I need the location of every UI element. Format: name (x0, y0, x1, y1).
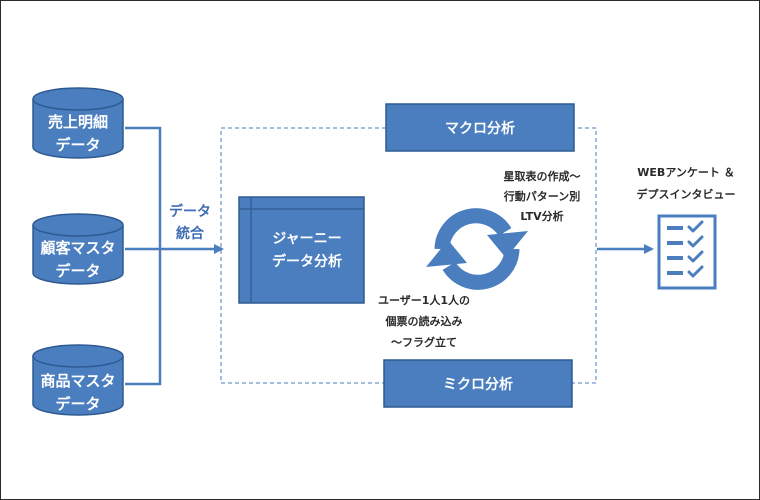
macro-note-line3: LTV分析 (520, 209, 563, 223)
source-sales-detail-cylinder: 売上明細 データ (32, 87, 124, 159)
micro-analysis-box: ミクロ分析 (383, 359, 573, 408)
output-label-line1: WEBアンケート ＆ (637, 166, 734, 179)
integrate-label-line2: 統合 (176, 225, 205, 242)
source-product-line2: データ (55, 395, 100, 413)
integrate-label-line1: データ (169, 203, 211, 220)
output-label-line2: デプスインタビュー (637, 187, 736, 201)
macro-note-line2: 行動パターン別 (503, 189, 580, 203)
source-customer-master-cylinder: 顧客マスタ データ (32, 213, 124, 285)
journey-label-line2: データ分析 (272, 253, 342, 270)
source-product-master-cylinder: 商品マスタ データ (32, 344, 124, 416)
source-customer-line2: データ (55, 262, 100, 280)
source-sales-line1: 売上明細 (48, 113, 108, 131)
source-bracket-connector (125, 126, 162, 386)
journey-analysis-box: ジャーニー データ分析 (238, 196, 365, 304)
macro-note-line1: 星取表の作成～ (504, 169, 581, 183)
checklist-icon (657, 214, 717, 290)
source-customer-line1: 顧客マスタ (40, 239, 115, 257)
journey-label-line1: ジャーニー (272, 231, 341, 247)
source-product-line1: 商品マスタ (40, 372, 115, 390)
macro-label: マクロ分析 (445, 120, 515, 137)
micro-note-line1: ユーザー1人1人の (378, 293, 470, 307)
cycle-refresh-icon (426, 208, 528, 290)
micro-note-line3: ～フラグ立て (391, 335, 457, 349)
micro-label: ミクロ分析 (443, 376, 513, 393)
macro-analysis-box: マクロ分析 (385, 103, 575, 152)
source-sales-line2: データ (55, 136, 100, 154)
micro-note-line2: 個票の読み込み (385, 314, 463, 328)
